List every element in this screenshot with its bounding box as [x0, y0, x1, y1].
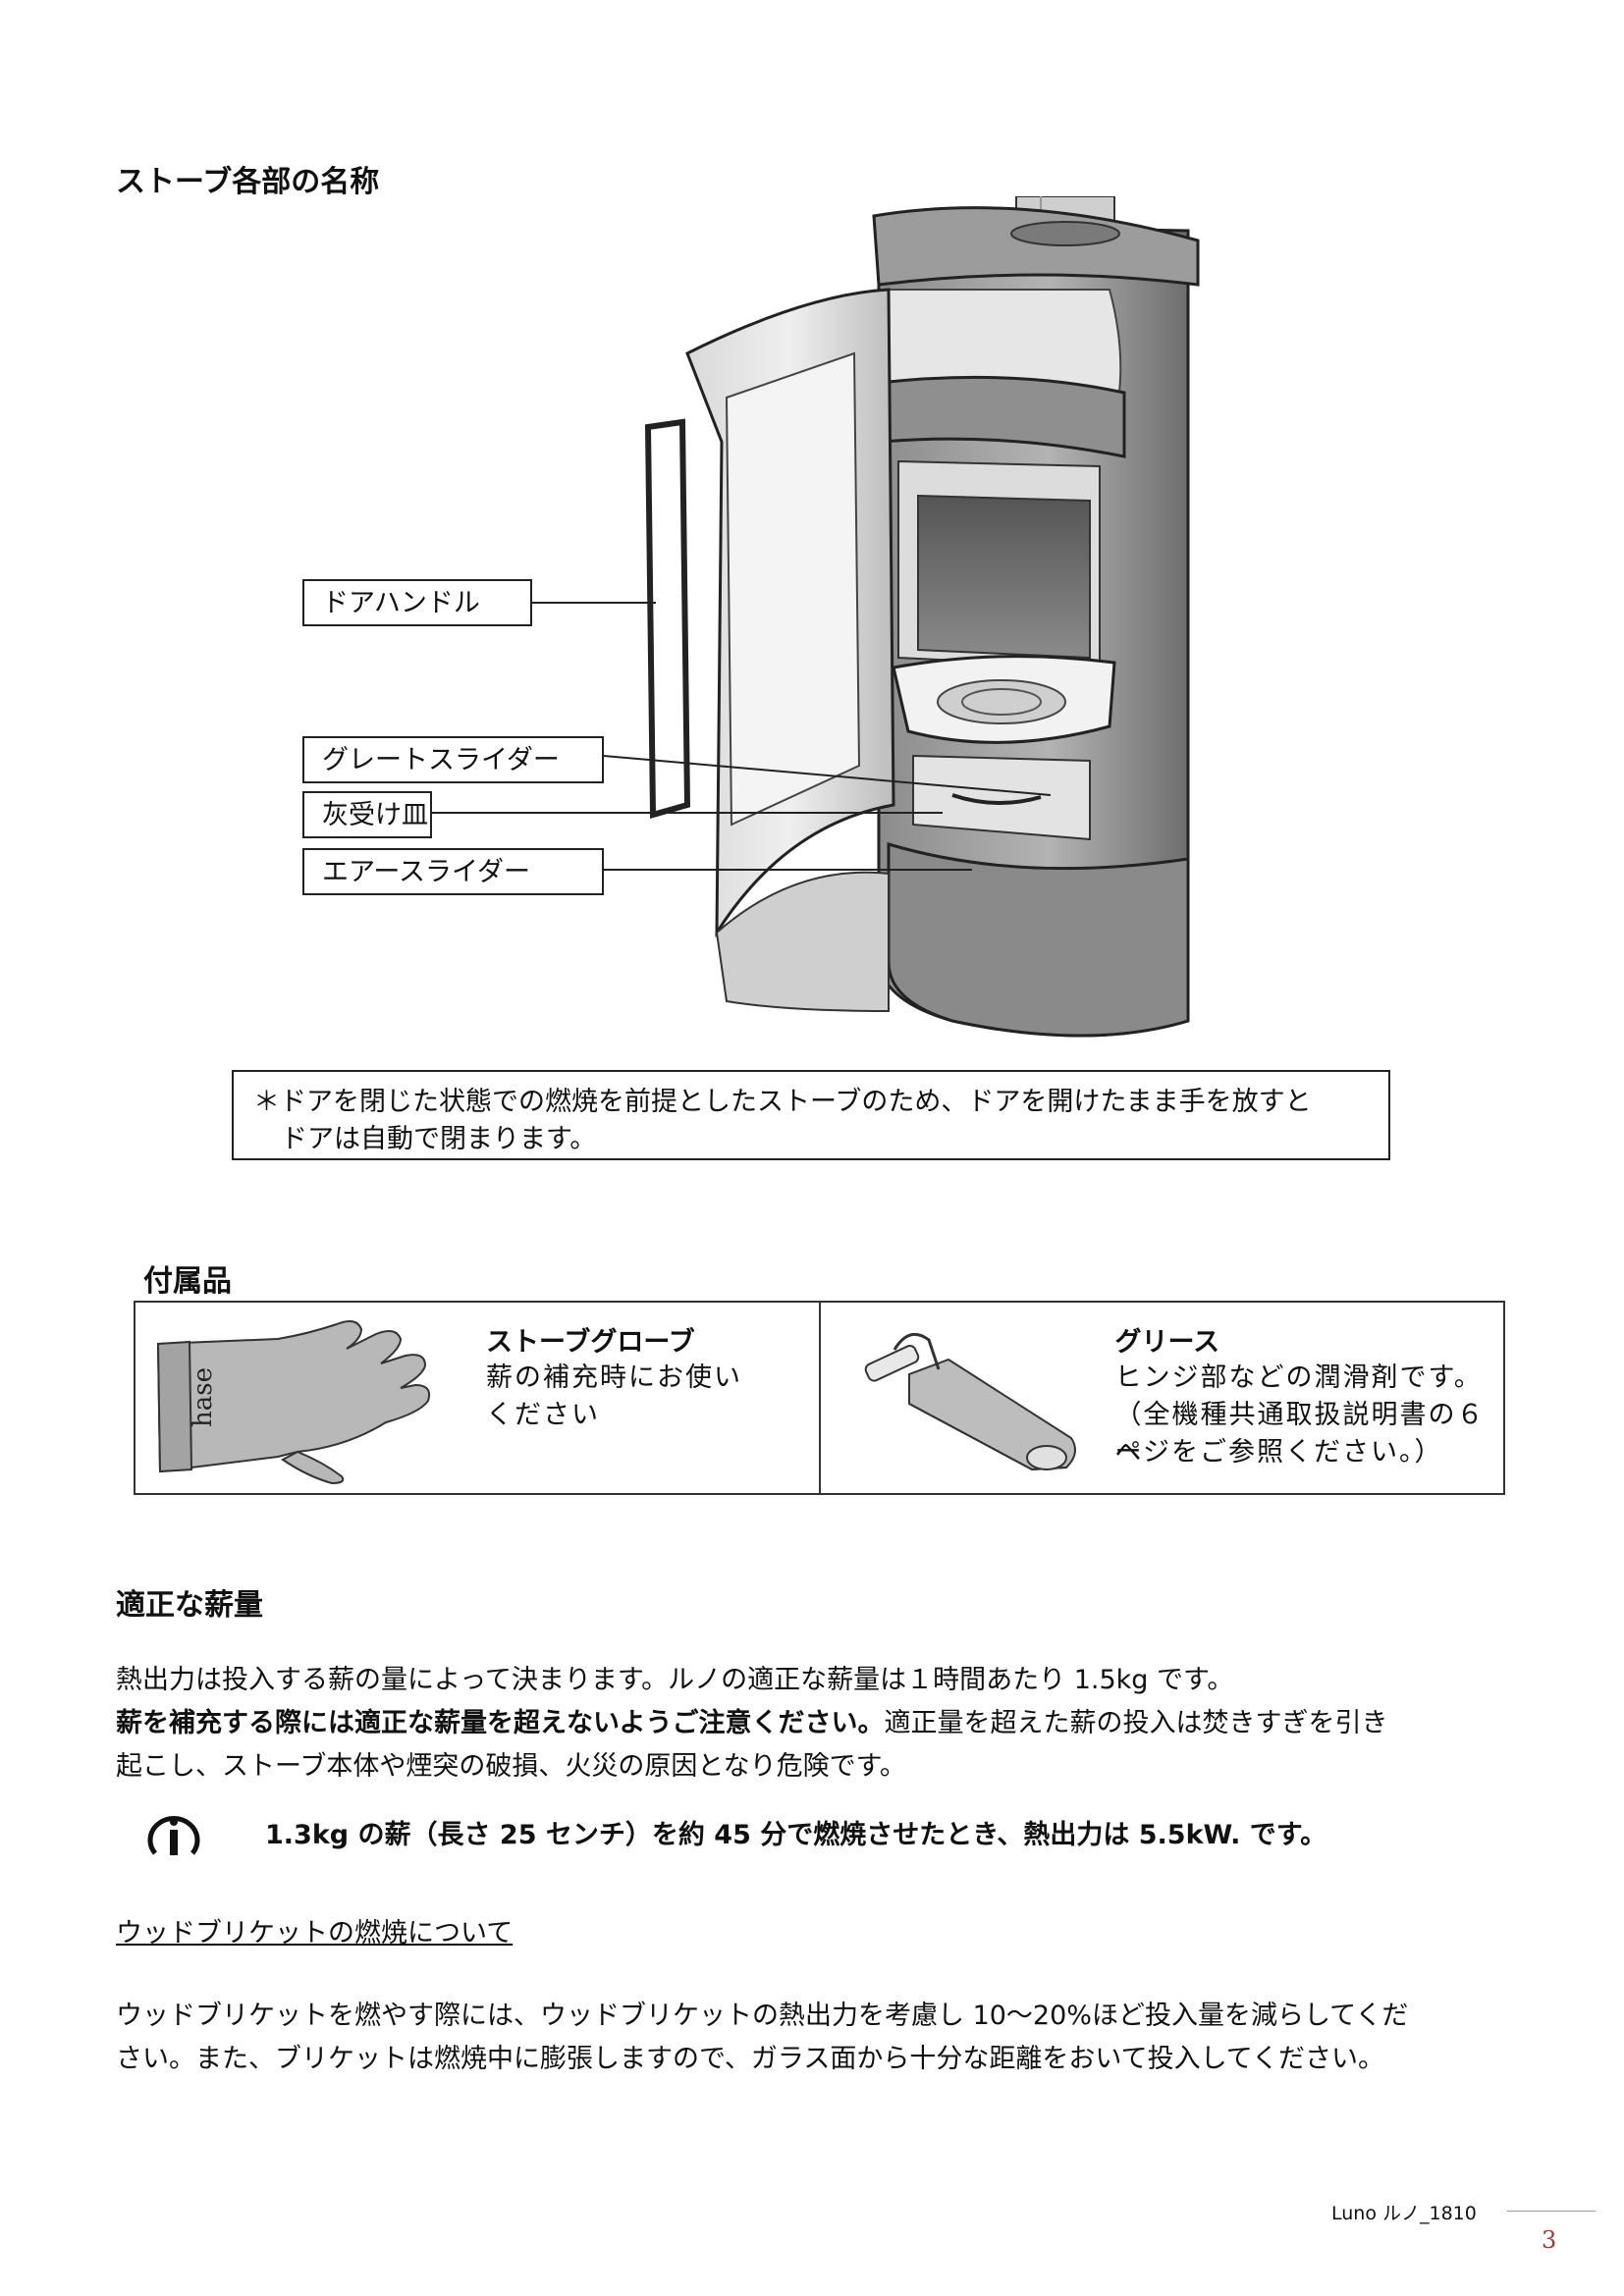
label-ash-pan: 灰受け皿	[302, 791, 432, 838]
wood-para1-line1: 熱出力は投入する薪の量によって決まります。ルノの適正な薪量は１時間あたり 1.5…	[116, 1665, 1234, 1695]
info-text: 1.3kg の薪（長さ 25 センチ）を約 45 分で燃焼させたとき、熱出力は …	[265, 1820, 1327, 1850]
wood-warning-rest: 適正量を超えた薪の投入は焚きすぎを引き	[884, 1708, 1388, 1738]
label-air-slider: エアースライダー	[302, 848, 604, 895]
glove-desc-2: ください	[486, 1400, 600, 1430]
section-title-accessories: 付属品	[143, 1264, 232, 1299]
accessories-table: hase ストーブグローブ 薪の補充時にお使い ください グリース ヒンジ部など…	[134, 1301, 1505, 1495]
stove-illustration	[644, 196, 1200, 1038]
accessory-glove: hase ストーブグローブ 薪の補充時にお使い ください	[135, 1303, 819, 1493]
briquette-subheading: ウッドブリケットの燃焼について	[116, 1918, 514, 1949]
wood-para1-line2: 薪を補充する際には適正な薪量を超えないようご注意ください。適正量を超えた薪の投入…	[116, 1702, 1387, 1745]
wood-para1-line3: 起こし、ストーブ本体や煙突の破損、火災の原因となり危険です。	[116, 1751, 906, 1782]
door-note-box: ＊ドアを閉じた状態での燃焼を前提としたストーブのため、ドアを開けたまま手を放すと…	[232, 1070, 1390, 1160]
glove-name: ストーブグローブ	[486, 1327, 695, 1358]
section-title-parts: ストーブ各部の名称	[116, 165, 380, 199]
briquette-para-line1: ウッドブリケットを燃やす際には、ウッドブリケットの熱出力を考慮し 10～20%ほ…	[116, 2001, 1409, 2031]
note-line-1: ドアを閉じた状態での燃焼を前提としたストーブのため、ドアを開けたまま手を放すと	[280, 1087, 1312, 1117]
grease-name: グリース	[1114, 1327, 1220, 1358]
grease-desc-2: （全機種共通取扱説明書の６ペ	[1114, 1400, 1486, 1468]
glove-brand-text: hase	[189, 1367, 218, 1427]
briquette-para-line2: さい。また、ブリケットは燃焼中に膨張しますので、ガラス面から十分な距離をおいて投…	[116, 2044, 1384, 2074]
label-door-handle: ドアハンドル	[302, 579, 532, 626]
note-mark: ＊	[253, 1087, 280, 1117]
footer-rule	[1507, 2211, 1596, 2212]
label-grate-slider: グレートスライダー	[302, 736, 604, 783]
note-line-2: ドアは自動で閉まります。	[281, 1124, 597, 1154]
info-icon	[147, 1816, 200, 1855]
glove-image: hase	[156, 1319, 431, 1485]
wood-warning-bold: 薪を補充する際には適正な薪量を超えないようご注意ください。	[116, 1708, 885, 1738]
glove-desc-1: 薪の補充時にお使い	[486, 1362, 742, 1393]
accessory-grease: グリース ヒンジ部などの潤滑剤です。 （全機種共通取扱説明書の６ペ ージをご参照…	[818, 1303, 1504, 1493]
footer-model: Luno ルノ_1810	[1331, 2203, 1477, 2224]
page-number: 3	[1542, 2226, 1557, 2254]
grease-image	[864, 1332, 1076, 1471]
grease-desc-1: ヒンジ部などの潤滑剤です。	[1114, 1362, 1483, 1393]
grease-desc-3: ージをご参照ください。）	[1114, 1437, 1443, 1468]
section-title-wood: 適正な薪量	[116, 1588, 263, 1623]
